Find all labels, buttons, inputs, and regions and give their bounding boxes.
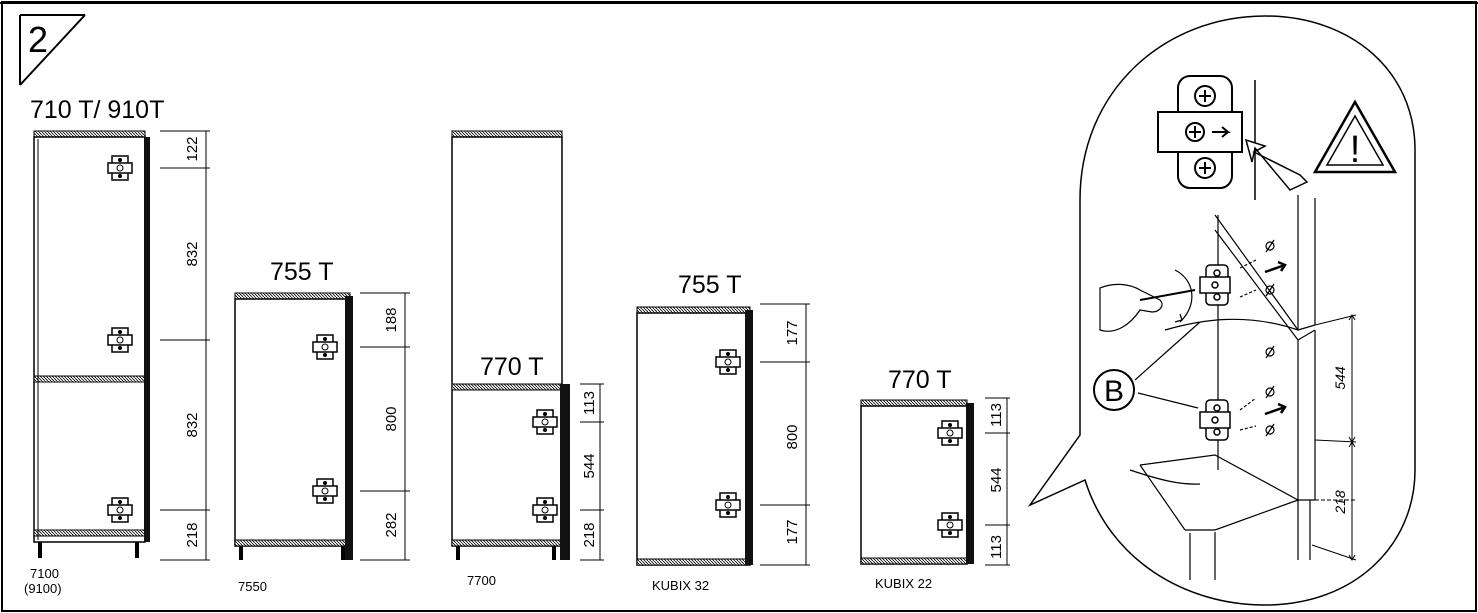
callout-letter: B (1104, 375, 1124, 408)
hinge-icon (312, 478, 338, 504)
dimension-label: 544 (1332, 366, 1348, 390)
hinge-icon (107, 497, 133, 523)
model-code: KUBIX 22 (875, 576, 932, 591)
hinge-icon (312, 334, 338, 360)
cabinet-7100: 710 T/ 910T 122 832 (24, 96, 210, 596)
dimension-label: 113 (581, 391, 598, 415)
hinge-icon (937, 420, 963, 446)
dimension-label: 113 (988, 403, 1005, 427)
hinge-icon (715, 492, 741, 518)
dimension-label: 544 (988, 467, 1005, 492)
hinge-icon (1199, 399, 1231, 441)
dimension-label: 122 (184, 136, 201, 161)
detail-callout-bubble: ! (1027, 15, 1416, 606)
cabinet-side-panel (1129, 195, 1316, 580)
model-label-770t: 770 T (480, 353, 543, 381)
dimension-label: 177 (784, 519, 801, 544)
pointer-arrow-icon (1244, 138, 1309, 191)
model-code: KUBIX 32 (652, 578, 709, 593)
hinge-icon (532, 409, 558, 435)
detail-dimension-line (1311, 314, 1357, 561)
hinge-icon (532, 497, 558, 523)
drill-hole-markers (1239, 239, 1275, 437)
model-code: 7550 (238, 579, 267, 594)
dimension-label: 832 (184, 412, 201, 437)
hinge-icon (715, 349, 741, 375)
cabinet-kubix-32: 755 T 177 800 177 KUBIX 32 (636, 271, 810, 593)
cabinet-kubix-22: 770 T 113 544 113 KUBIX 22 (860, 366, 1010, 591)
warning-symbol: ! (1350, 129, 1361, 171)
model-code: 7700 (467, 573, 496, 588)
hinge-icon (1199, 264, 1231, 306)
hinge-icon (107, 327, 133, 353)
model-label-755t: 755 T (270, 258, 333, 286)
model-label-755t: 755 T (678, 271, 741, 299)
warning-icon: ! (1312, 99, 1398, 174)
arrow-icon (1264, 260, 1287, 274)
model-code-alt: (9100) (24, 581, 62, 596)
hand-screwdriver-icon (1099, 269, 1196, 332)
callout-circle (1093, 369, 1135, 411)
hinge-closeup (1157, 75, 1309, 200)
model-code: 7100 (30, 566, 59, 581)
dimension-label: 800 (784, 424, 801, 449)
hinge-icon (937, 512, 963, 538)
dimension-label: 800 (383, 406, 400, 431)
dimension-label: 544 (581, 453, 598, 478)
dimension-label: 188 (383, 307, 400, 332)
step-badge: 2 (19, 14, 86, 86)
dimension-label: 218 (184, 522, 201, 547)
cabinet-7550: 755 T 188 800 282 7550 (234, 258, 410, 594)
dimension-label: 832 (184, 241, 201, 266)
hinge-icon (107, 155, 133, 181)
dimension-label: 177 (784, 320, 801, 345)
step-number: 2 (28, 19, 48, 60)
dimension-label: 218 (581, 522, 598, 547)
dimension-label: 218 (1332, 490, 1348, 515)
dimension-label: 282 (383, 512, 400, 537)
model-label-710t: 710 T/ 910T (30, 96, 164, 124)
cabinet-7700: 770 T 113 544 218 7700 (451, 130, 604, 588)
dimension-label: 113 (988, 535, 1005, 559)
model-label-770t: 770 T (888, 366, 951, 394)
arrow-icon (1264, 402, 1287, 416)
